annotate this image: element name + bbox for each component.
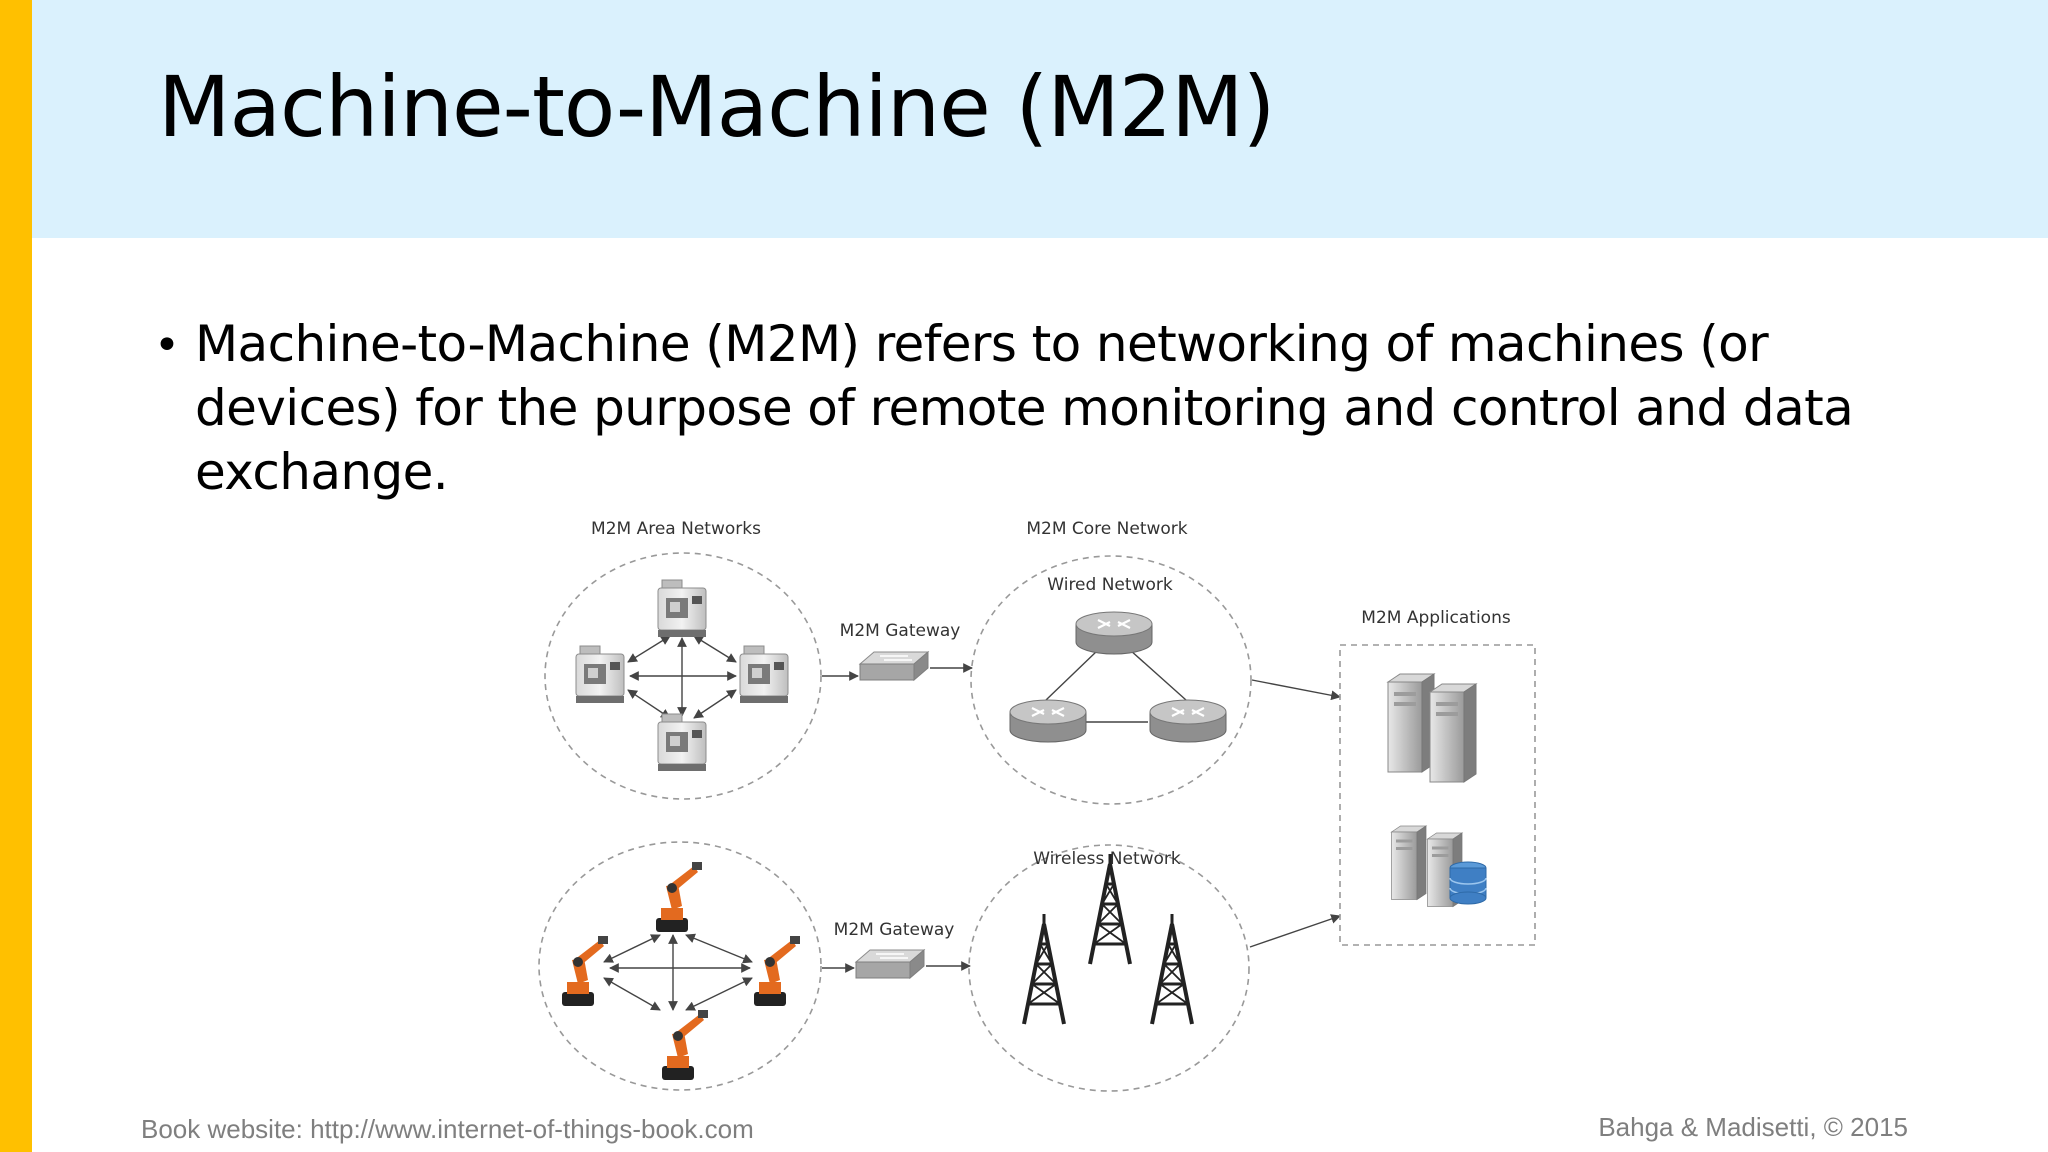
accent-bar: [0, 0, 32, 1152]
area-network-robot-boundary: [538, 841, 822, 1091]
wireless-network-boundary: [968, 844, 1250, 1092]
radio-tower-icon: [1150, 912, 1194, 1026]
server-icon: [1429, 683, 1477, 783]
robot-mesh-links: [603, 933, 753, 1011]
slide-title: Machine-to-Machine (M2M): [158, 58, 1275, 156]
wired-to-apps-link: [1251, 679, 1341, 701]
applications-label: M2M Applications: [1361, 608, 1511, 628]
router-icon: [1074, 610, 1154, 656]
gateway-top-label: M2M Gateway: [840, 621, 961, 641]
bullet-text: Machine-to-Machine (M2M) refers to netwo…: [195, 315, 1854, 501]
database-server-icon: [1391, 825, 1487, 907]
cnc-machine-icon: [739, 645, 789, 704]
industrial-robot-icon: [562, 936, 608, 1006]
core-network-label: M2M Core Network: [1026, 519, 1187, 539]
footer-book-website: Book website: http://www.internet-of-thi…: [141, 1114, 754, 1144]
network-gateway-icon: [855, 949, 925, 979]
radio-tower-icon: [1088, 852, 1132, 966]
area-networks-label: M2M Area Networks: [591, 519, 761, 539]
wired-network-label: Wired Network: [1047, 575, 1173, 595]
router-links: [1045, 649, 1187, 723]
industrial-robot-icon: [656, 862, 702, 932]
title-band: [32, 0, 2048, 238]
server-icon: [1387, 673, 1435, 773]
industrial-robot-icon: [662, 1010, 708, 1080]
cnc-machine-icon: [657, 579, 707, 638]
bullet-marker: •: [154, 320, 180, 371]
wireless-to-apps-link: [1249, 914, 1341, 948]
cnc-mesh-links: [627, 635, 737, 719]
router-icon: [1008, 698, 1088, 744]
area-network-cnc-boundary: [544, 552, 822, 800]
applications-boundary: [1339, 644, 1536, 946]
industrial-robot-icon: [754, 936, 800, 1006]
gateway-bottom-label: M2M Gateway: [834, 920, 955, 940]
cnc-machine-icon: [657, 713, 707, 772]
wireless-network-label: Wireless Network: [1033, 849, 1181, 869]
router-icon: [1148, 698, 1228, 744]
radio-tower-icon: [1022, 912, 1066, 1026]
network-gateway-icon: [859, 651, 929, 681]
wired-network-boundary: [970, 555, 1252, 805]
footer-copyright: Bahga & Madisetti, © 2015: [1598, 1112, 1908, 1142]
cnc-machine-icon: [575, 645, 625, 704]
